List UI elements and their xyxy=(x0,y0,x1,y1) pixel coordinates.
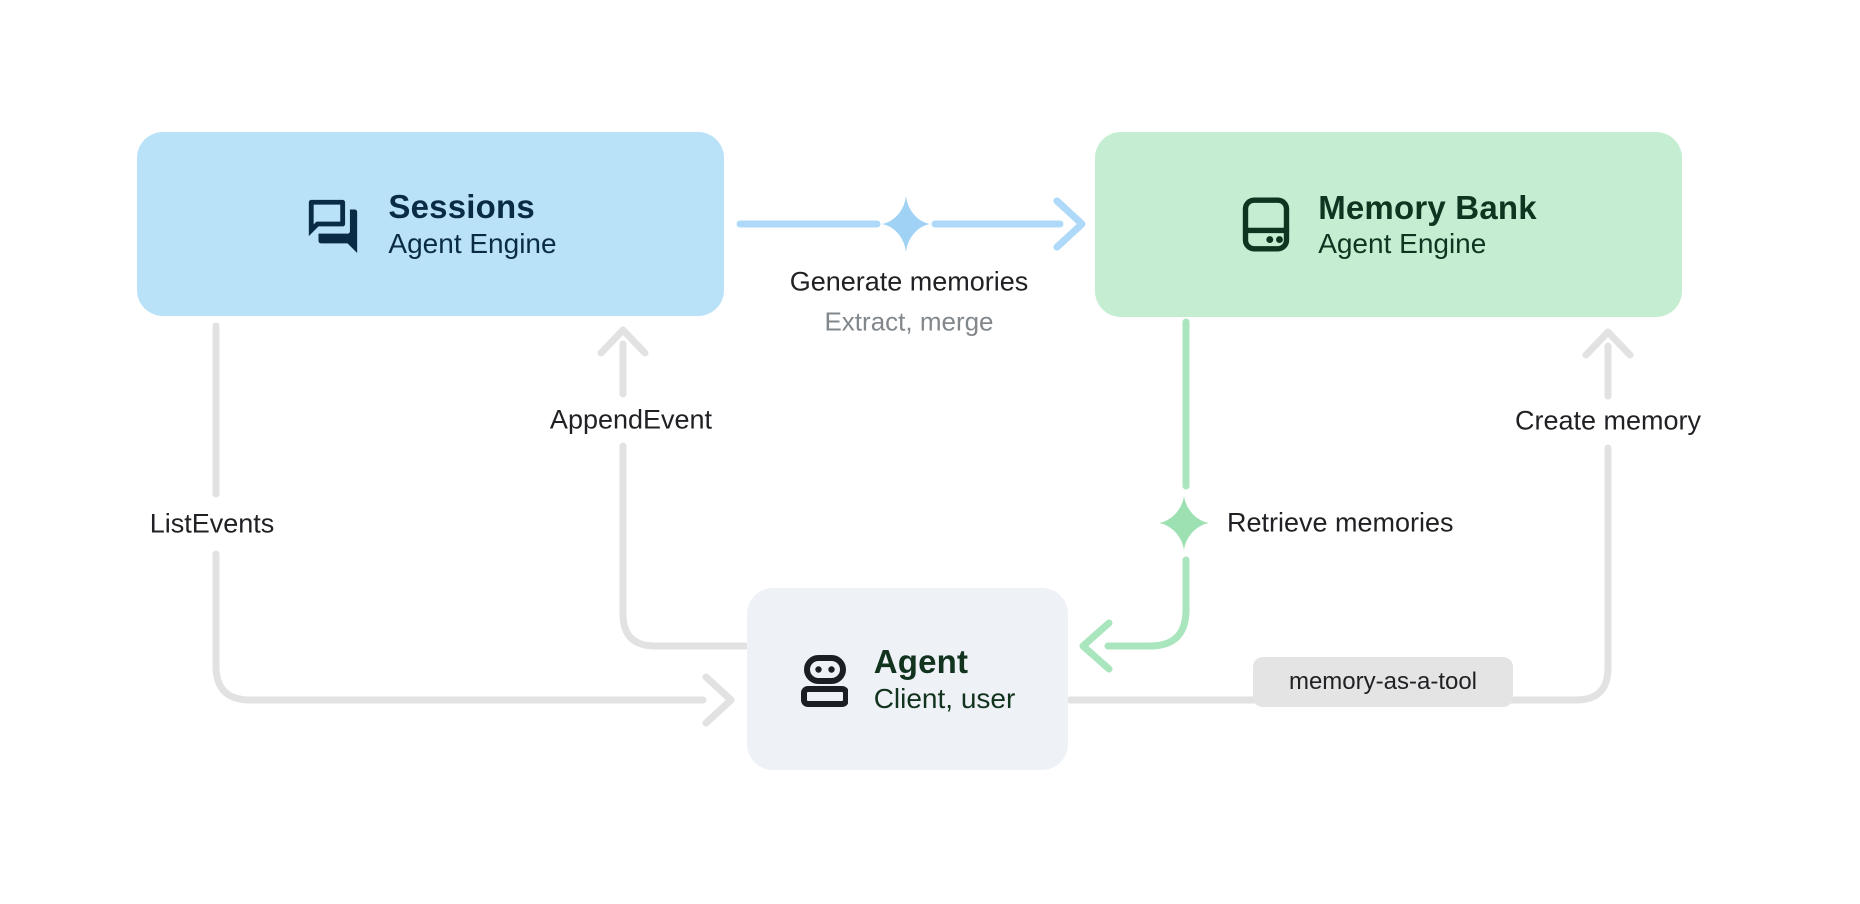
node-sessions: Sessions Agent Engine xyxy=(137,132,724,316)
chat-bubbles-icon xyxy=(304,195,362,253)
edge-retrieve-memories xyxy=(1079,318,1190,673)
edge-create-memory xyxy=(1066,328,1634,704)
edge-list-events xyxy=(212,322,735,727)
edge-label-list-events: ListEvents xyxy=(139,506,285,542)
node-title: Memory Bank xyxy=(1318,188,1537,226)
edge-label-append-event: AppendEvent xyxy=(539,402,723,438)
node-subtitle: Agent Engine xyxy=(1318,228,1487,260)
node-subtitle: Client, user xyxy=(873,682,1016,714)
node-title: Agent xyxy=(873,643,969,681)
sparkle-icon xyxy=(1159,496,1209,550)
node-title: Sessions xyxy=(388,188,535,226)
edge-sublabel-extract-merge: Extract, merge xyxy=(824,306,994,337)
node-subtitle: Agent Engine xyxy=(388,227,557,259)
sparkle-icon xyxy=(882,196,930,252)
edge-generate-memories xyxy=(736,197,1086,251)
storage-drive-icon xyxy=(1240,197,1292,252)
node-memory-bank: Memory Bank Agent Engine xyxy=(1095,132,1682,317)
edge-label-create-memory: Create memory xyxy=(1504,403,1712,439)
edge-label-generate-memories: Generate memories xyxy=(789,266,1029,297)
edge-label-retrieve-memories: Retrieve memories xyxy=(1227,507,1454,538)
memory-as-a-tool-badge: memory-as-a-tool xyxy=(1253,657,1513,707)
edge-append-event xyxy=(597,326,751,650)
node-agent: Agent Client, user xyxy=(747,588,1068,770)
robot-icon xyxy=(800,651,848,707)
